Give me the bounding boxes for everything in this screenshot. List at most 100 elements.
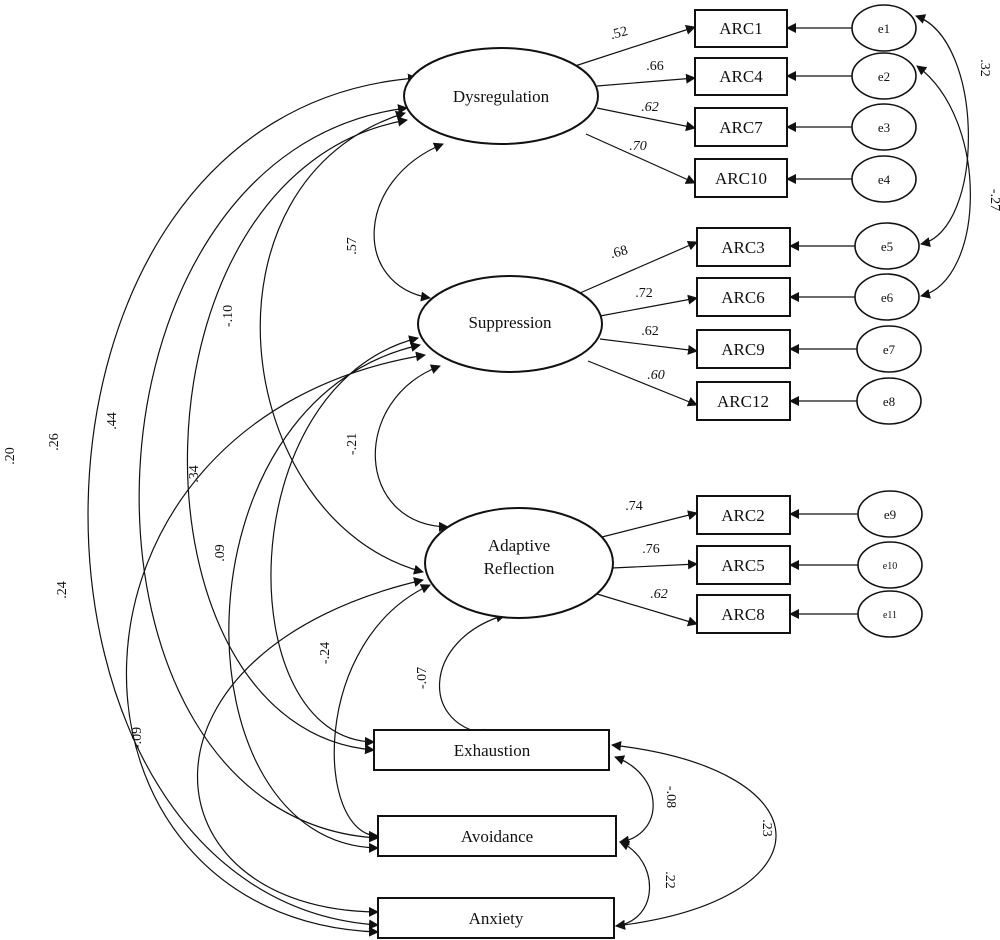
- corr-ada-exh: -.07: [415, 667, 430, 689]
- latent-label-line1: Adaptive: [488, 536, 550, 555]
- indicator-label: ARC7: [719, 118, 763, 137]
- indicator-label: ARC6: [721, 288, 764, 307]
- indicator-arc8: ARC8: [696, 594, 791, 634]
- cov-dys-sup: [373, 142, 444, 302]
- corr-sup-avo: .34: [187, 465, 202, 483]
- outcome-exhaustion: Exhaustion: [373, 729, 610, 771]
- corr-dys-exh: .44: [105, 412, 120, 430]
- error-e3: e3: [851, 103, 917, 151]
- latent-adaptive-reflection: Adaptive Reflection: [424, 507, 614, 619]
- error-e4: e4: [851, 155, 917, 203]
- indicator-label: ARC3: [721, 238, 764, 257]
- corr-dys-ada: -.10: [221, 305, 236, 327]
- error-e6: e6: [854, 273, 920, 321]
- error-e10: e10: [857, 541, 923, 589]
- cov-dys-ada: [259, 110, 424, 575]
- error-e1: e1: [851, 4, 917, 52]
- error-e5: e5: [854, 222, 920, 270]
- cov-sup-anx: [126, 351, 426, 937]
- indicator-label: ARC9: [721, 340, 764, 359]
- path-sup-arc12: [587, 360, 698, 407]
- indicator-label: ARC8: [721, 605, 764, 624]
- path-ada-arc2: [597, 510, 698, 539]
- outcome-anxiety: Anxiety: [377, 897, 615, 939]
- error-label: e10: [883, 561, 897, 572]
- indicator-arc2: ARC2: [696, 495, 791, 535]
- corr-e1-e5: .32: [977, 59, 992, 77]
- indicator-label: ARC4: [719, 67, 763, 86]
- indicator-arc6: ARC6: [696, 277, 791, 317]
- outcome-label: Avoidance: [461, 827, 533, 846]
- cov-sup-avo: [228, 342, 421, 853]
- indicator-arc9: ARC9: [696, 329, 791, 369]
- error-e8: e8: [856, 377, 922, 425]
- path-dys-arc10: [585, 133, 696, 184]
- error-e11: e11: [857, 590, 923, 638]
- cov-exh-anx: [611, 741, 777, 930]
- loading-ada-arc8: .62: [650, 587, 668, 602]
- error-label: e3: [878, 120, 890, 135]
- error-label: e6: [881, 290, 894, 305]
- error-label: e11: [883, 610, 897, 621]
- corr-sup-anx: .24: [55, 581, 70, 599]
- corr-sup-ada: -.21: [345, 433, 360, 455]
- corr-avo-anx: .22: [662, 871, 677, 889]
- cov-dys-anx: [87, 73, 418, 930]
- path-sup-arc3: [579, 241, 698, 294]
- cov-dys-avo: [138, 104, 408, 843]
- indicator-arc10: ARC10: [694, 158, 788, 198]
- indicator-label: ARC12: [717, 392, 769, 411]
- error-label: e5: [881, 239, 893, 254]
- indicator-label: ARC5: [721, 556, 764, 575]
- indicator-label: ARC10: [715, 169, 767, 188]
- cov-e1-e5: [915, 14, 969, 247]
- loading-dys-arc10: .70: [629, 139, 647, 154]
- cov-exh-avo: [614, 755, 654, 846]
- cov-sup-exh: [270, 335, 419, 747]
- cov-dys-exh: [186, 116, 408, 755]
- outcome-avoidance: Avoidance: [377, 815, 617, 857]
- indicator-arc5: ARC5: [696, 545, 791, 585]
- latent-suppression: Suppression: [417, 275, 603, 373]
- loading-ada-arc2: .74: [625, 499, 643, 514]
- cov-ada-exh: [439, 612, 506, 739]
- corr-ada-anx: -.09: [130, 727, 145, 749]
- latent-label: Suppression: [468, 313, 552, 332]
- loading-dys-arc4: .66: [646, 59, 664, 74]
- corr-dys-sup: .57: [345, 237, 360, 255]
- loading-sup-arc9: .62: [641, 324, 659, 339]
- corr-dys-avo: .26: [47, 433, 62, 451]
- loading-sup-arc3: .68: [609, 243, 630, 262]
- cov-ada-anx: [196, 577, 424, 917]
- loading-sup-arc6: .72: [635, 286, 653, 301]
- error-e9: e9: [857, 490, 923, 538]
- indicator-arc1: ARC1: [694, 9, 788, 48]
- corr-ada-avo: -.24: [318, 642, 333, 664]
- loading-dys-arc7: .62: [641, 100, 659, 115]
- error-label: e2: [878, 69, 890, 84]
- corr-exh-anx: .23: [759, 819, 774, 837]
- outcome-label: Anxiety: [469, 909, 524, 928]
- indicator-arc7: ARC7: [694, 107, 788, 147]
- latent-label: Dysregulation: [453, 87, 550, 106]
- loading-sup-arc12: .60: [647, 368, 665, 383]
- cov-sup-ada: [374, 364, 449, 532]
- indicator-label: ARC2: [721, 506, 764, 525]
- error-label: e9: [884, 507, 896, 522]
- path-dys-arc7: [596, 107, 696, 132]
- cov-ada-avo: [333, 584, 431, 841]
- cov-avo-anx: [615, 841, 651, 930]
- corr-dys-anx: .20: [3, 447, 18, 465]
- corr-e2-e6: -.27: [987, 189, 1000, 211]
- indicator-arc3: ARC3: [696, 227, 791, 267]
- error-label: e1: [878, 21, 890, 36]
- error-e7: e7: [856, 325, 922, 373]
- cov-e2-e6: [916, 65, 971, 299]
- corr-exh-avo: -.08: [663, 786, 678, 808]
- path-ada-arc5: [611, 559, 698, 570]
- error-e2: e2: [851, 52, 917, 100]
- indicator-arc4: ARC4: [694, 57, 788, 96]
- path-sup-arc6: [599, 294, 698, 317]
- outcome-label: Exhaustion: [454, 741, 531, 760]
